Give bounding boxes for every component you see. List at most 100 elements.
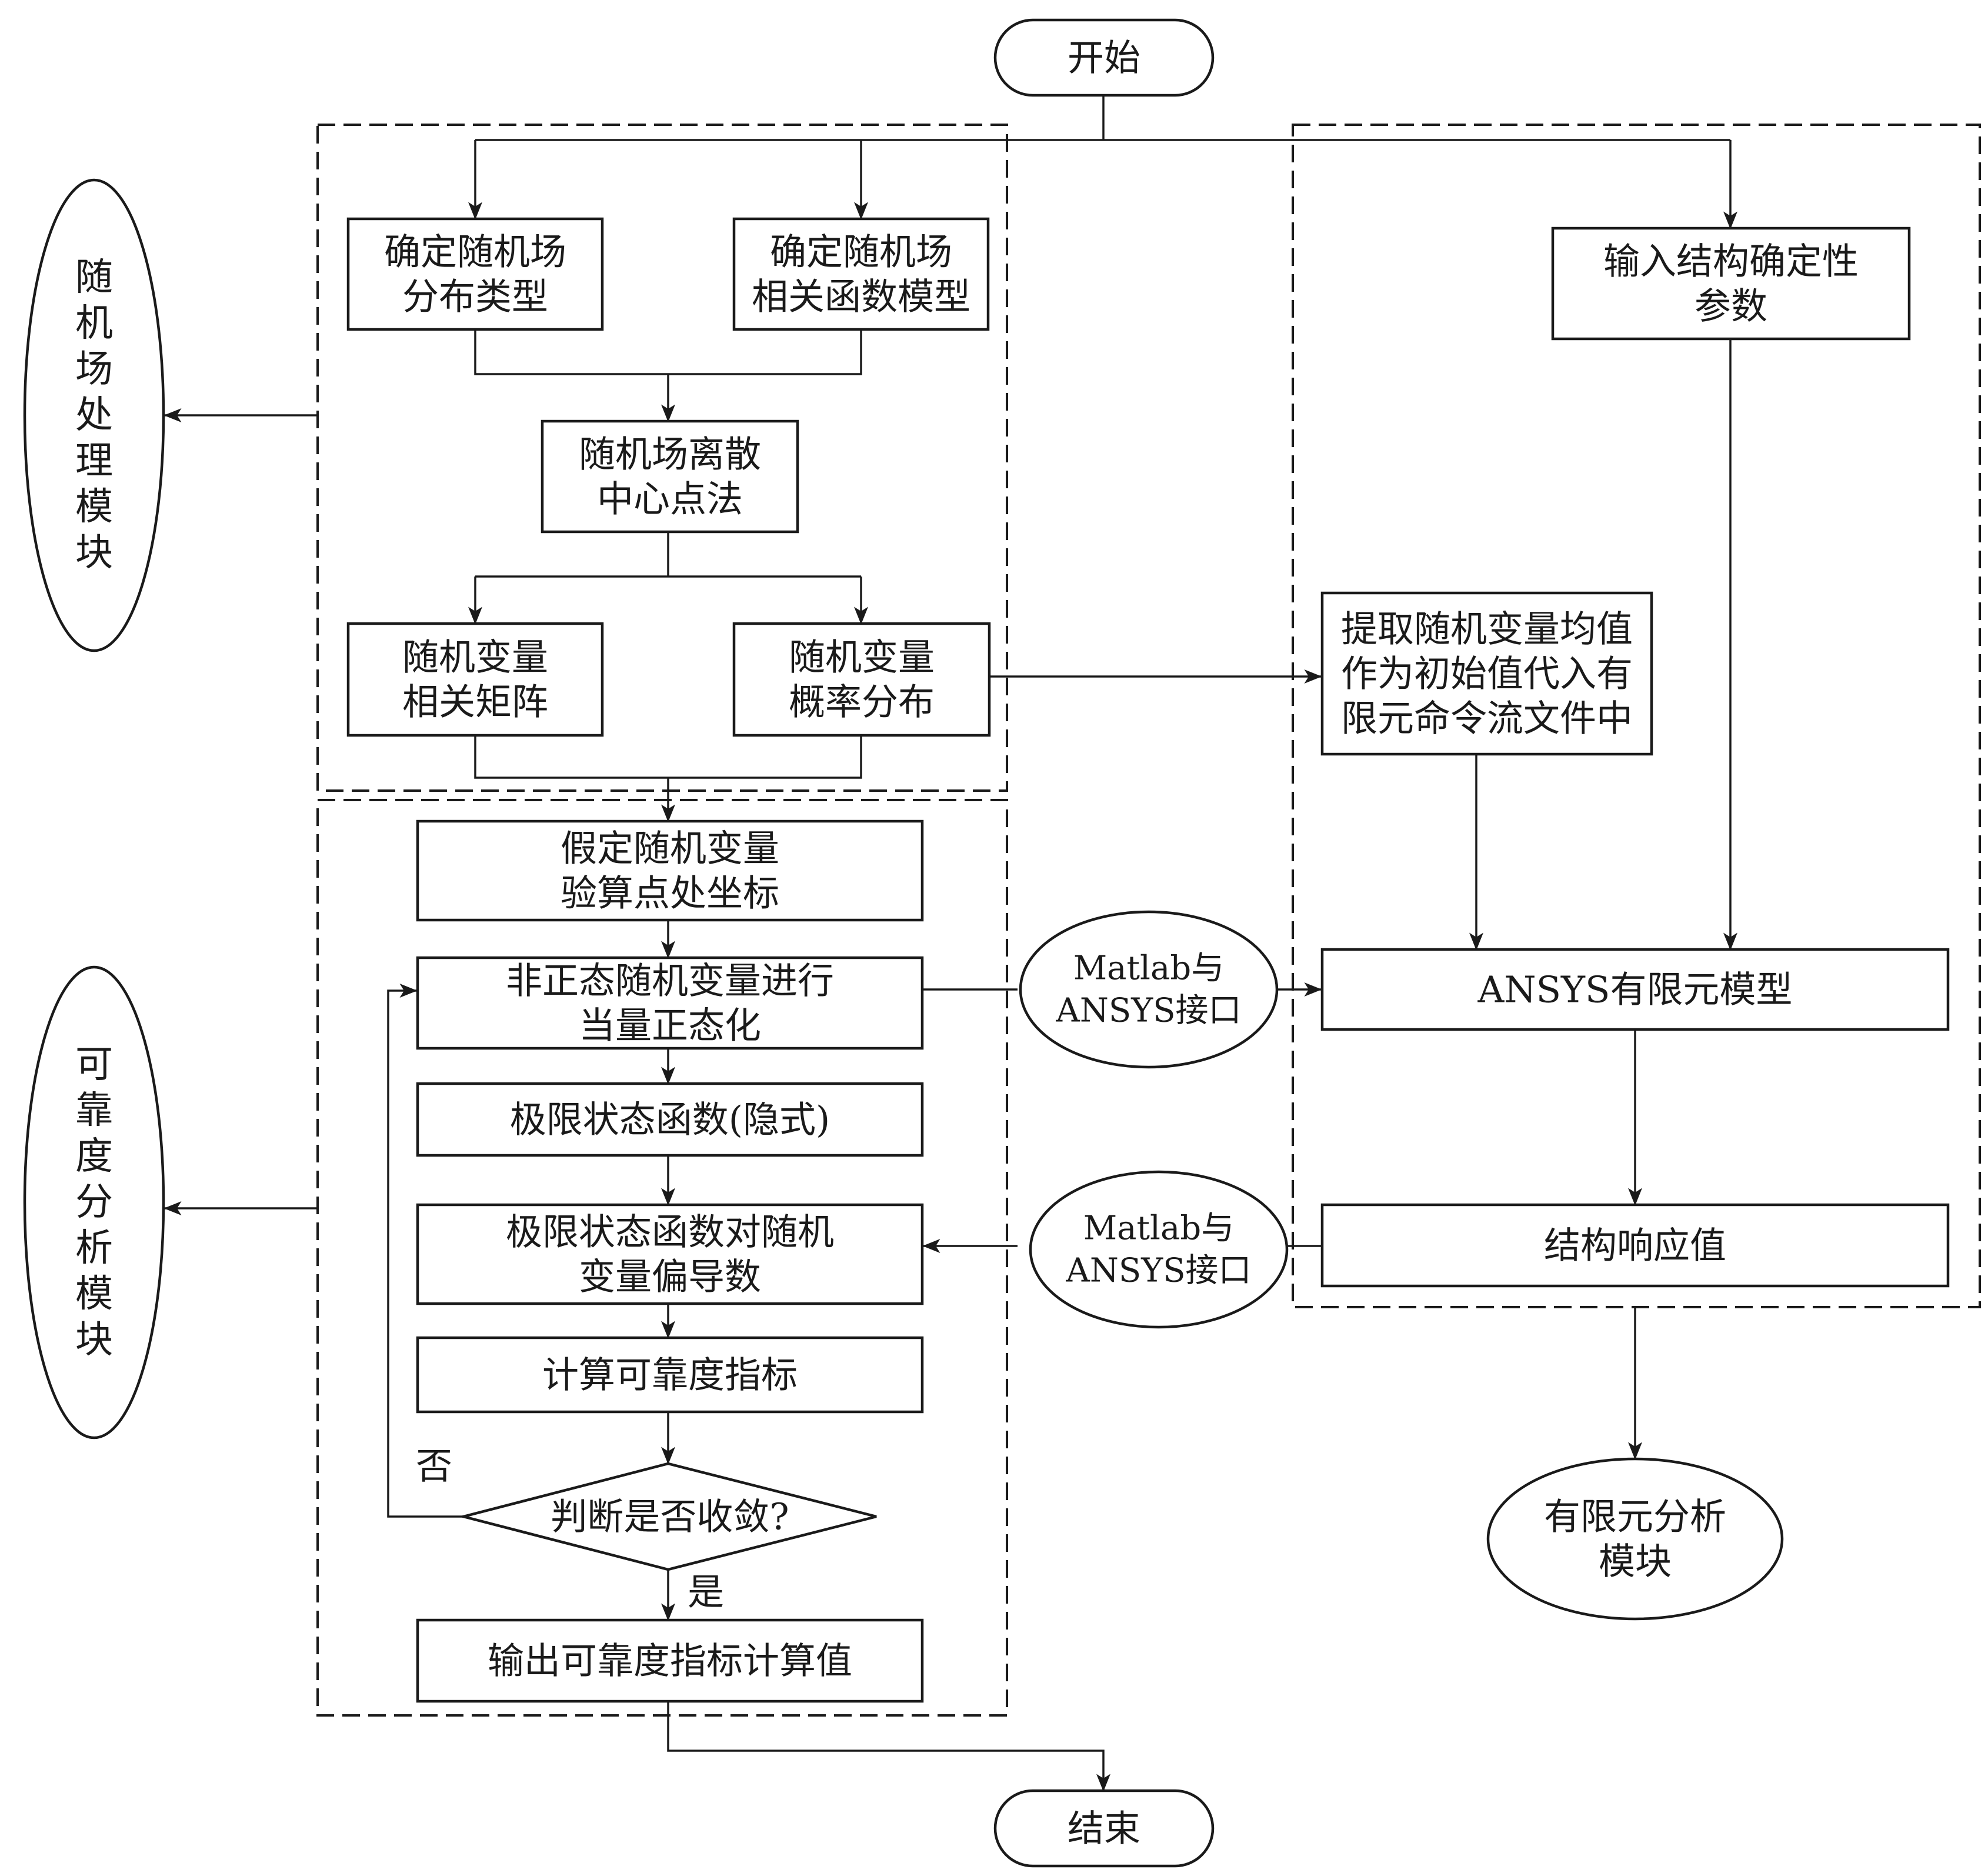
interface2-label: Matlab与 ANSYS接口 — [1065, 1209, 1251, 1290]
module-label-char: 机 — [75, 302, 113, 345]
ansys-model-box — [1320, 948, 1950, 1031]
edge-merge-bottom — [474, 735, 862, 779]
module-label-char: 处 — [75, 394, 113, 437]
edge-output-to-end — [667, 1701, 1110, 1792]
reliability-group — [316, 799, 1008, 1717]
assume-point-box — [416, 819, 924, 922]
node-text-line: 有限元分析 — [1544, 1495, 1726, 1538]
ansys-model-label: ANSYS有限元模型 — [1477, 968, 1793, 1011]
node-text-line: 确定随机场 — [384, 231, 566, 274]
fe-analysis-group — [1292, 124, 1981, 1308]
extract-mean-box — [1320, 591, 1653, 756]
interface1-label: Matlab与 ANSYS接口 — [1055, 949, 1241, 1030]
converge-label: 判断是否收敛? — [551, 1495, 789, 1538]
node-text-line: ANSYS接口 — [1055, 992, 1241, 1030]
module-label-char: 块 — [75, 1318, 113, 1362]
edge-merge-top — [474, 329, 862, 375]
label-yes: 是 — [688, 1571, 724, 1614]
converge-diamond — [458, 1462, 877, 1571]
end-node — [993, 1789, 1215, 1868]
node-text-line: 中心点法 — [597, 478, 743, 521]
node-text-line: 相关矩阵 — [402, 681, 548, 724]
module-label-char: 可 — [75, 1043, 113, 1087]
node-text-line: 计算可靠度指标 — [542, 1354, 798, 1397]
module-label-char: 度 — [75, 1135, 113, 1178]
module-label-char: 靠 — [75, 1089, 113, 1132]
response-box — [1320, 1203, 1950, 1288]
node-text-line: 随机变量 — [789, 636, 935, 679]
module-label-char: 随 — [75, 256, 113, 299]
module-label-char: 模 — [75, 1272, 113, 1316]
start-label: 开始 — [1068, 36, 1140, 79]
limit-func-box — [416, 1082, 924, 1157]
discretize-box — [541, 419, 799, 534]
end-label: 结束 — [1068, 1807, 1140, 1850]
node-text-line: 假定随机变量 — [561, 827, 779, 870]
node-text-line: 作为初始值代入有 — [1341, 652, 1633, 695]
node-text-line: 输出可靠度指标计算值 — [488, 1640, 852, 1682]
node-text-line: 结构响应值 — [1544, 1224, 1726, 1267]
node-text-line: ANSYS接口 — [1065, 1252, 1251, 1290]
output-box — [416, 1618, 924, 1703]
node-text-line: 确定随机场 — [770, 231, 952, 274]
module-label-char: 析 — [75, 1227, 113, 1270]
node-text-line: 输入结构确定性 — [1603, 240, 1859, 283]
output-label: 输出可靠度指标计算值 — [488, 1640, 852, 1682]
interface2-ellipse — [1029, 1170, 1289, 1329]
node-text-line: 变量偏导数 — [579, 1255, 761, 1298]
fe-module-ellipse — [1486, 1457, 1784, 1621]
node-text-line: 参数 — [1695, 285, 1767, 328]
calc-index-label: 计算可靠度指标 — [542, 1354, 798, 1397]
node-text-line: 概率分布 — [789, 681, 935, 724]
edge-loop-no — [387, 984, 463, 1518]
normalize-box — [416, 956, 924, 1050]
calc-index-box — [416, 1336, 924, 1414]
node-text-line: 提取随机变量均值 — [1341, 608, 1633, 651]
node-text-line: Matlab与 — [1083, 1209, 1234, 1248]
corr-func-box — [732, 217, 990, 331]
corr-matrix-box — [346, 622, 604, 737]
node-text-line: 结束 — [1068, 1807, 1140, 1850]
node-text-line: 相关函数模型 — [752, 275, 970, 318]
module-label-char: 块 — [75, 531, 113, 575]
start-node — [993, 18, 1215, 97]
limit-func-label: 极限状态函数(隐式) — [510, 1098, 830, 1141]
node-text-line: 极限状态函数(隐式) — [510, 1098, 830, 1141]
node-text-line: ANSYS有限元模型 — [1477, 968, 1793, 1011]
node-text-line: 分布类型 — [402, 275, 548, 318]
node-text-line: 限元命令流文件中 — [1341, 697, 1633, 740]
node-text-line: 非正态随机变量进行 — [506, 959, 834, 1002]
module-label-char: 理 — [75, 439, 113, 483]
interface1-ellipse — [1019, 910, 1279, 1069]
node-text-line: 开始 — [1068, 36, 1140, 79]
node-text-line: 当量正态化 — [579, 1004, 761, 1047]
dist-type-box — [346, 217, 604, 331]
node-text-line: Matlab与 — [1073, 949, 1224, 988]
response-label: 结构响应值 — [1544, 1224, 1726, 1267]
partial-deriv-box — [416, 1203, 924, 1305]
node-text-line: 判断是否收敛? — [551, 1495, 789, 1538]
input-params-box — [1551, 226, 1911, 341]
module-label-char: 场 — [75, 348, 113, 391]
node-text-line: 极限状态函数对随机 — [506, 1211, 834, 1254]
module-label-char: 模 — [75, 485, 113, 529]
random-field-group — [316, 124, 1008, 792]
reliability-module-ellipse — [23, 965, 165, 1440]
flowchart-edges — [164, 95, 1737, 1792]
prob-dist-box — [732, 622, 991, 737]
label-no: 否 — [416, 1445, 452, 1488]
node-text-line: 随机变量 — [402, 636, 548, 679]
module-label-char: 分 — [75, 1181, 113, 1224]
